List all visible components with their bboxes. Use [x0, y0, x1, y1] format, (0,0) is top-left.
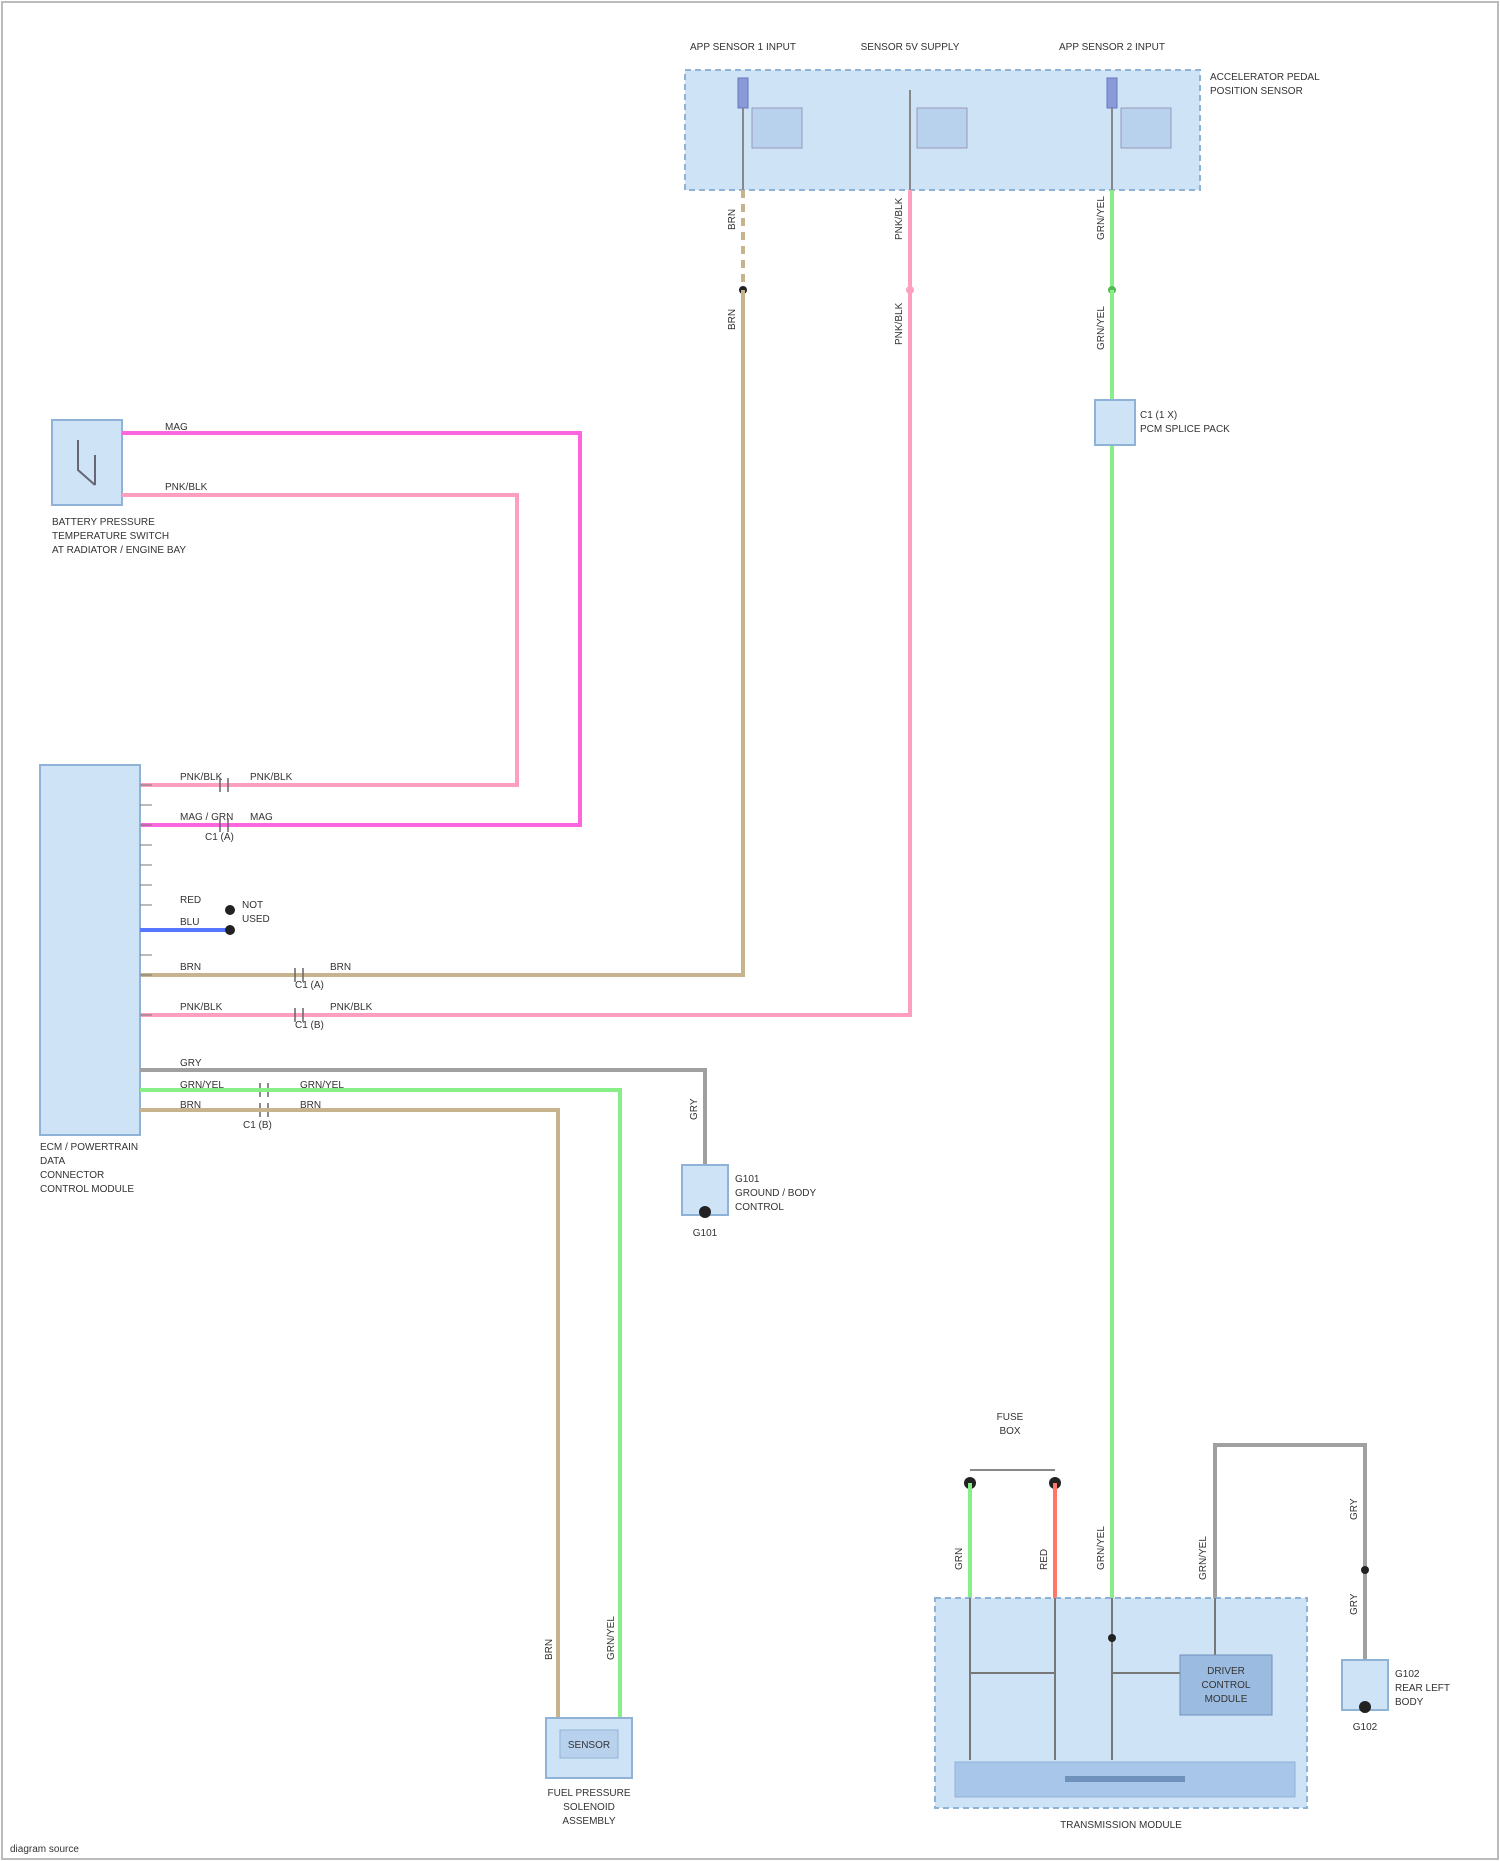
- wire-green-sensor: [140, 1090, 620, 1720]
- pink-upper-label: PNK/BLK: [894, 197, 905, 240]
- ecm-row-5-label: BRN: [180, 962, 201, 973]
- right-ground-name-1: G102: [1395, 1669, 1420, 1680]
- not-used-label-1: NOT: [242, 900, 263, 911]
- ecm-row-7-label: GRY: [180, 1058, 202, 1069]
- fuse-label-2: BOX: [999, 1426, 1020, 1437]
- right-ground-name-2: REAR LEFT: [1395, 1683, 1450, 1694]
- ecm-row-3-label: RED: [180, 895, 201, 906]
- wire-tan-main: [140, 290, 743, 975]
- right-ground-dot: [1359, 1701, 1371, 1713]
- chip-line-3: MODULE: [1205, 1694, 1248, 1705]
- green-lower-label: GRN/YEL: [1096, 306, 1107, 350]
- bottom-module: DRIVER CONTROL MODULE TRANSMISSION MODUL…: [935, 1598, 1307, 1831]
- splice-label-2: PCM SPLICE PACK: [1140, 424, 1230, 435]
- not-used-dot-1: [225, 905, 235, 915]
- bottom-sensor-wire-2: GRN/YEL: [606, 1616, 617, 1660]
- left-switch-box: [52, 420, 122, 505]
- tan-lower-label: BRN: [727, 309, 738, 330]
- ground-mid-name-3: CONTROL: [735, 1202, 784, 1213]
- ecm-conn-ref-4: C1 (B): [243, 1120, 272, 1131]
- right-ground-wire-2: GRY: [1349, 1593, 1360, 1615]
- bottom-module-node: [1108, 1634, 1116, 1642]
- right-ground-wire-1: GRY: [1349, 1498, 1360, 1520]
- ecm-conn-ref-1: C1 (A): [205, 832, 234, 843]
- bottom-sensor-box-label: SENSOR: [568, 1740, 610, 1751]
- ecm-name-2: DATA: [40, 1156, 66, 1167]
- top-wires: BRN BRN PNK/BLK PNK/BLK GRN/YEL GRN/YEL: [140, 190, 1116, 1600]
- ground-mid-name-2: GROUND / BODY: [735, 1188, 816, 1199]
- ecm-right-label-4: PNK/BLK: [330, 1002, 373, 1013]
- ecm-module: PNK/BLK MAG / GRN RED BLU BRN PNK/BLK GR…: [40, 765, 373, 1195]
- left-switch-name-2: TEMPERATURE SWITCH: [52, 531, 169, 542]
- bottom-sensor-name-1: FUEL PRESSURE: [548, 1788, 631, 1799]
- not-used-pins: NOT USED: [140, 900, 270, 935]
- right-ground-junction: [1361, 1566, 1369, 1574]
- bottom-sensor-name-3: ASSEMBLY: [562, 1816, 615, 1827]
- tan-upper-label: BRN: [727, 209, 738, 230]
- top-input-2-label: SENSOR 5V SUPPLY: [861, 42, 960, 53]
- top-module-name-1: ACCELERATOR PEDAL: [1210, 72, 1320, 83]
- bottom-sensor-name-2: SOLENOID: [563, 1802, 615, 1813]
- top-input-1-label: APP SENSOR 1 INPUT: [690, 42, 796, 53]
- right-fuse: FUSE BOX: [964, 1412, 1061, 1489]
- pink-lower-label: PNK/BLK: [894, 302, 905, 345]
- ecm-box: [40, 765, 140, 1135]
- chip-line-2: CONTROL: [1202, 1680, 1251, 1691]
- top-input-3-label: APP SENSOR 2 INPUT: [1059, 42, 1165, 53]
- left-switch: MAG PNK/BLK BATTERY PRESSURE TEMPERATURE…: [52, 420, 208, 556]
- ground-mid-wire-label: GRY: [689, 1098, 700, 1120]
- not-used-dot-2: [225, 925, 235, 935]
- left-switch-name-3: AT RADIATOR / ENGINE BAY: [52, 545, 186, 556]
- watermark: diagram source: [10, 1844, 79, 1855]
- right-ground-id: G102: [1353, 1722, 1378, 1733]
- ecm-row-4-label: BLU: [180, 917, 199, 928]
- bm-wire-label-2: RED: [1039, 1549, 1050, 1570]
- ground-mid-name-1: G101: [735, 1174, 760, 1185]
- ecm-row-1-label: PNK/BLK: [180, 772, 223, 783]
- right-ground-name-3: BODY: [1395, 1697, 1424, 1708]
- left-switch-pin-2-label: PNK/BLK: [165, 482, 208, 493]
- wire-tan-sensor: [140, 1110, 558, 1720]
- wire-pink-loop: [122, 495, 517, 785]
- right-ground: GRY GRY G102 REAR LEFT BODY G102: [1342, 1498, 1450, 1733]
- bm-wire-label-3: GRN/YEL: [1096, 1526, 1107, 1570]
- ecm-conn-ref-2: C1 (A): [295, 980, 324, 991]
- bm-wire-label-1: GRN: [954, 1548, 965, 1570]
- connector-ticks: [220, 778, 303, 1117]
- bottom-sensor-wire-1: BRN: [544, 1639, 555, 1660]
- left-switch-name-1: BATTERY PRESSURE: [52, 517, 155, 528]
- ecm-name-3: CONNECTOR: [40, 1170, 104, 1181]
- bottom-module-name: TRANSMISSION MODULE: [1060, 1820, 1182, 1831]
- splice-box: [1095, 400, 1135, 445]
- ecm-row-6-label: PNK/BLK: [180, 1002, 223, 1013]
- ecm-name-4: CONTROL MODULE: [40, 1184, 134, 1195]
- ecm-row-2-label: MAG / GRN: [180, 812, 233, 823]
- ground-mid: GRY G101 GROUND / BODY CONTROL G101: [682, 1098, 816, 1239]
- fuse-label-1: FUSE: [997, 1412, 1024, 1423]
- ground-mid-id: G101: [693, 1228, 718, 1239]
- splice-connector: C1 (1 X) PCM SPLICE PACK: [1095, 400, 1230, 445]
- top-module-name-2: POSITION SENSOR: [1210, 86, 1303, 97]
- ecm-name-1: ECM / POWERTRAIN: [40, 1142, 138, 1153]
- ground-mid-dot: [699, 1206, 711, 1218]
- chip-line-1: DRIVER: [1207, 1666, 1245, 1677]
- bm-wire-label-4: GRN/YEL: [1198, 1536, 1209, 1580]
- ecm-right-label-2: MAG: [250, 812, 273, 823]
- splice-label-1: C1 (1 X): [1140, 410, 1177, 421]
- ecm-right-label-1: PNK/BLK: [250, 772, 293, 783]
- not-used-label-2: USED: [242, 914, 270, 925]
- ecm-right-label-3: BRN: [330, 962, 351, 973]
- ecm-conn-ref-3: C1 (B): [295, 1020, 324, 1031]
- green-upper-label: GRN/YEL: [1096, 196, 1107, 240]
- top-module: APP SENSOR 1 INPUT SENSOR 5V SUPPLY APP …: [685, 42, 1320, 190]
